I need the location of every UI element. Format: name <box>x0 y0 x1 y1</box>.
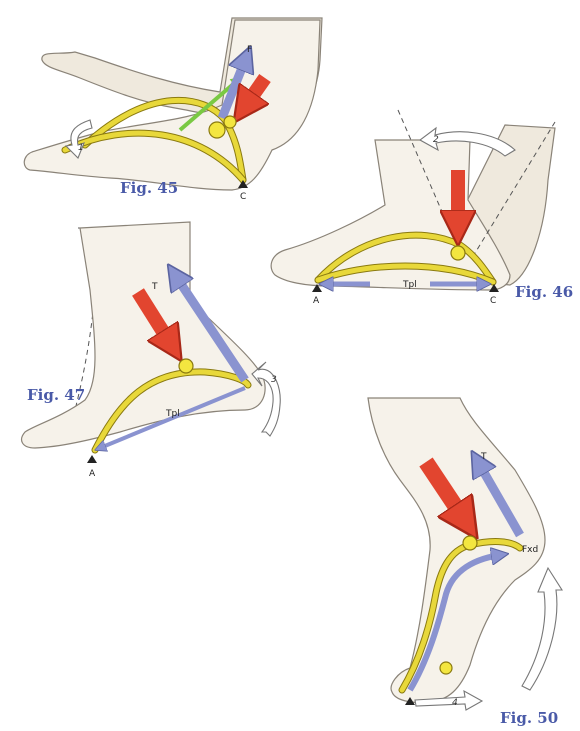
fig47-contact-a-label: A <box>89 469 96 479</box>
fig45-contact-label: C <box>240 192 246 202</box>
fig46-tension-label: Tpl <box>402 280 417 290</box>
fig45-force-label: F <box>247 45 252 55</box>
fig47-tendon-label: T <box>151 282 158 292</box>
fig46-rotation-number: 2 <box>433 135 439 145</box>
fig47-tension-label: Tpl <box>165 409 180 419</box>
fig46-caption: Fig. 46 <box>515 283 573 301</box>
fig50-lift-arrow <box>522 568 562 690</box>
fig50-toe-circle <box>440 662 452 674</box>
fig50-caption: Fig. 50 <box>500 709 558 727</box>
fig50-force-label: Fxd <box>522 545 538 555</box>
figure-45: 1 F C Fig. 45 <box>24 18 322 202</box>
fig45-talus-circle <box>224 116 236 128</box>
fig47-foot <box>22 222 266 448</box>
fig45-pivot-circle <box>209 122 225 138</box>
fig46-contact-c-label: C <box>490 296 496 306</box>
fig47-talus-circle <box>179 359 193 373</box>
fig46-talus-circle <box>451 246 465 260</box>
figure-46: Tpl 2 A C Fig. 46 <box>271 110 573 306</box>
figure-50: T Fxd 4 Fig. 50 <box>368 398 562 727</box>
fig46-contact-a-label: A <box>313 296 320 306</box>
fig50-tendon-label: T <box>480 452 487 462</box>
fig50-talus-circle <box>463 536 477 550</box>
fig47-contact-a-triangle <box>87 455 97 463</box>
fig45-caption: Fig. 45 <box>120 179 178 197</box>
fig47-rotation-number: 3 <box>271 375 277 385</box>
figure-47: T Tpl 3 A Fig. 47 <box>22 222 281 479</box>
fig50-push-number: 4 <box>452 698 458 708</box>
fig45-rotation-number: 1 <box>78 143 84 153</box>
fig47-caption: Fig. 47 <box>27 386 85 404</box>
